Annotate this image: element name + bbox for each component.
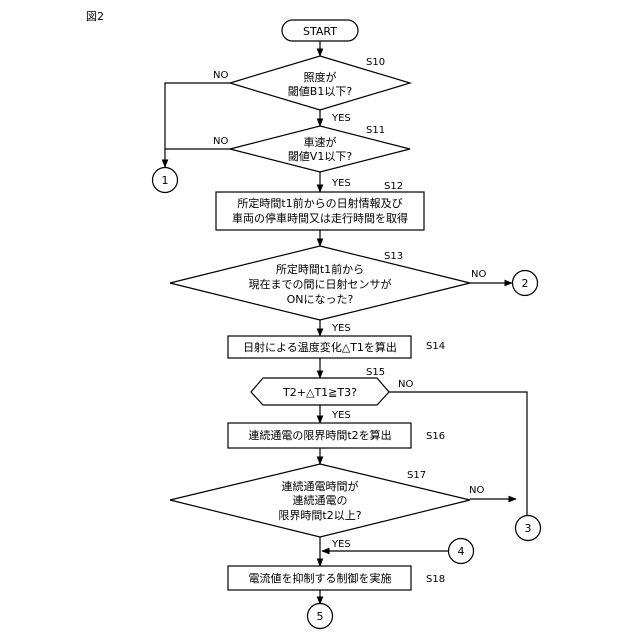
s17-no-label: NO bbox=[469, 485, 484, 496]
s13-step-id: S13 bbox=[384, 251, 403, 262]
s11-line-2: 閾値V1以下? bbox=[288, 150, 353, 163]
connector-3-label: 3 bbox=[525, 522, 532, 535]
s13-yes-label: YES bbox=[331, 323, 351, 334]
s14-step-id: S14 bbox=[426, 341, 445, 352]
s18-line-1: 電流値を抑制する制御を実施 bbox=[249, 571, 392, 585]
connector-1-label: 1 bbox=[162, 174, 169, 187]
s12-step-id: S12 bbox=[384, 181, 403, 192]
decision-s11: 車速が 閾値V1以下? S11 NO YES bbox=[213, 125, 410, 189]
s17-line-1: 連続通電時間が bbox=[282, 479, 359, 493]
connector-4: 4 bbox=[449, 539, 474, 564]
s15-yes-label: YES bbox=[331, 410, 351, 421]
s10-line-2: 閾値B1以下? bbox=[288, 85, 353, 98]
s10-line-1: 照度が bbox=[304, 70, 337, 84]
s16-line-1: 連続通電の限界時間t2を算出 bbox=[248, 428, 391, 442]
s12-line-1: 所定時間t1前からの日射情報及び bbox=[237, 196, 402, 210]
connector-5-label: 5 bbox=[317, 610, 324, 623]
s17-step-id: S17 bbox=[407, 470, 426, 481]
s13-no-label: NO bbox=[471, 269, 486, 280]
s13-line-3: ONになった? bbox=[287, 293, 354, 306]
connector-4-label: 4 bbox=[458, 545, 465, 558]
connector-5: 5 bbox=[308, 604, 333, 629]
s17-yes-label: YES bbox=[331, 539, 351, 550]
s15-line-1: T2+△T1≧T3? bbox=[282, 386, 357, 399]
s12-line-2: 車両の停車時間又は走行時間を取得 bbox=[232, 211, 408, 225]
s10-no-label: NO bbox=[213, 70, 228, 81]
s13-line-1: 所定時間t1前から bbox=[276, 262, 364, 276]
process-s14: 日射による温度変化△T1を算出 S14 bbox=[228, 336, 445, 358]
s18-step-id: S18 bbox=[426, 574, 445, 585]
start-terminal: START bbox=[282, 20, 358, 41]
decision-s17: 連続通電時間が 連続通電の 限界時間t2以上? S17 NO YES bbox=[170, 464, 484, 550]
s15-step-id: S15 bbox=[366, 367, 385, 378]
start-label: START bbox=[303, 25, 337, 38]
connector-3: 3 bbox=[516, 516, 541, 541]
s14-line-1: 日射による温度変化△T1を算出 bbox=[243, 340, 397, 354]
decision-s10: 照度が 閾値B1以下? S10 NO YES bbox=[213, 56, 410, 124]
connector-2: 2 bbox=[513, 271, 538, 296]
s16-step-id: S16 bbox=[426, 431, 445, 442]
connector-1: 1 bbox=[153, 168, 178, 193]
s17-line-2: 連続通電の bbox=[293, 493, 348, 507]
s11-no-label: NO bbox=[213, 136, 228, 147]
s11-step-id: S11 bbox=[366, 125, 385, 136]
s11-yes-label: YES bbox=[331, 178, 351, 189]
figure-label: 図2 bbox=[86, 10, 104, 23]
s10-step-id: S10 bbox=[366, 57, 385, 68]
s13-line-2: 現在までの間に日射センサが bbox=[249, 277, 392, 291]
s11-line-1: 車速が bbox=[304, 135, 337, 149]
s10-yes-label: YES bbox=[331, 113, 351, 124]
process-s18: 電流値を抑制する制御を実施 S18 bbox=[228, 566, 445, 590]
decision-s13: 所定時間t1前から 現在までの間に日射センサが ONになった? S13 NO Y… bbox=[170, 246, 486, 334]
connector-2-label: 2 bbox=[522, 277, 529, 290]
decision-s15: T2+△T1≧T3? S15 NO YES bbox=[251, 367, 413, 421]
s15-no-label: NO bbox=[398, 379, 413, 390]
s17-line-3: 限界時間t2以上? bbox=[278, 509, 361, 522]
process-s16: 連続通電の限界時間t2を算出 S16 bbox=[228, 423, 445, 448]
